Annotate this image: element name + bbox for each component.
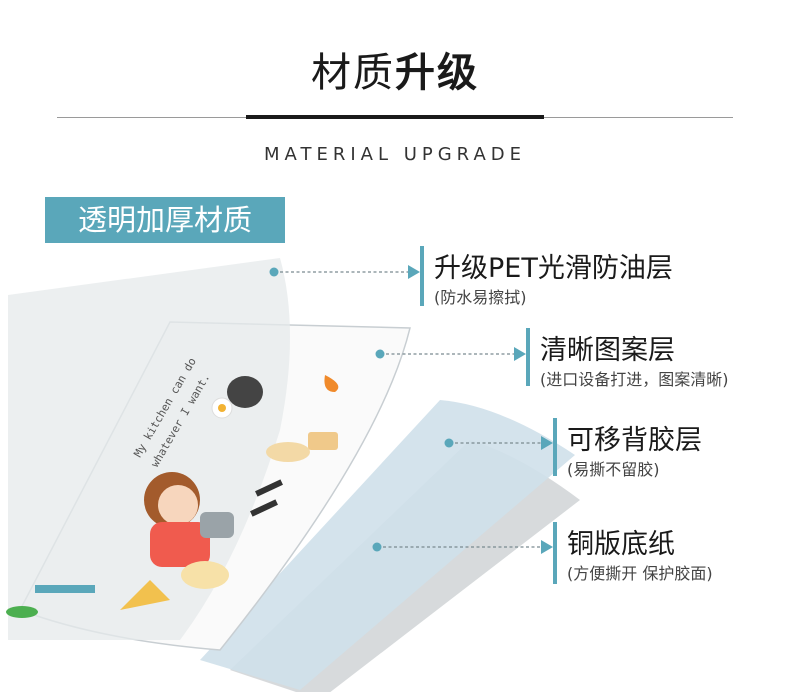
leader-line-pattern (375, 347, 526, 361)
dumplings-icon (181, 561, 229, 589)
title-bold: 升级 (395, 50, 479, 96)
layer-desc: (方便撕开 保护胶面) (567, 564, 713, 583)
shelf-icon (255, 479, 283, 497)
layer-title: 升级PET光滑防油层 (434, 253, 673, 284)
sandwich-icon (120, 580, 170, 610)
material-badge: 透明加厚材质 (45, 197, 285, 243)
bowl-icon (266, 442, 310, 462)
leader-line-paper (372, 540, 553, 554)
title-divider-accent (246, 115, 544, 119)
girl-body-icon (150, 522, 210, 567)
pot-icon (200, 512, 234, 538)
layer-label-bar (553, 522, 557, 584)
layer-label-bar (526, 328, 530, 386)
layer-desc: (易撕不留胶) (567, 460, 660, 479)
layer-desc: (防水易擦拭) (434, 288, 527, 307)
page-title: 材质升级 (0, 40, 790, 98)
layer-label-bar (420, 246, 424, 306)
carrot-icon (324, 375, 339, 392)
leader-line-adhesive (444, 436, 553, 450)
layer-title: 可移背胶层 (567, 425, 702, 456)
shelf-icon-2 (250, 499, 278, 517)
layer-desc: (进口设备打进，图案清晰) (540, 370, 729, 389)
bread-icon (308, 432, 338, 450)
sheet-pet-film (8, 258, 290, 640)
cutlery-icon (35, 585, 95, 593)
layer-title: 清晰图案层 (540, 335, 675, 366)
pan-icon (227, 376, 263, 408)
page-subtitle: MATERIAL UPGRADE (264, 144, 526, 165)
egg-yolk-icon (218, 404, 226, 412)
layer-title: 铜版底纸 (567, 529, 675, 560)
layer-label-bar (553, 418, 557, 476)
sheet-adhesive (200, 400, 575, 690)
plant-icon (6, 606, 38, 618)
girl-face-icon (158, 485, 198, 525)
title-light: 材质 (311, 50, 395, 96)
leader-line-pet (269, 265, 420, 279)
